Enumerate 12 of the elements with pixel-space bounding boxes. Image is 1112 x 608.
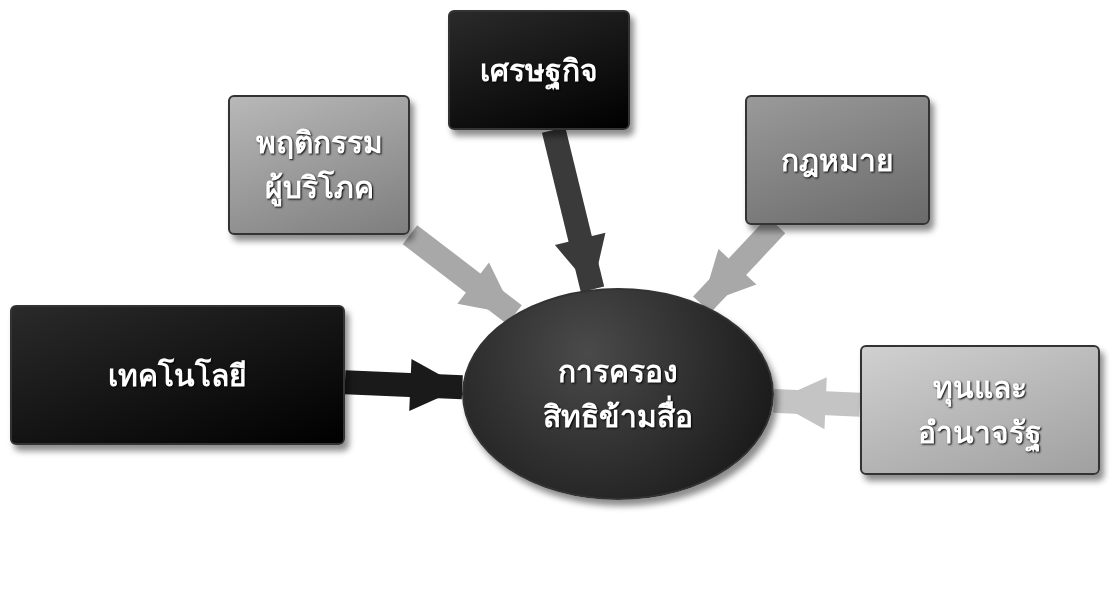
topic-box	[860, 345, 1100, 475]
topic-box	[228, 95, 410, 235]
topic-box	[448, 10, 630, 130]
node-label: การครองสิทธิข้ามสื่อ	[542, 353, 694, 436]
node-label: กฎหมาย	[780, 141, 895, 180]
topic-box	[10, 305, 345, 445]
node-label: พฤติกรรมผู้บริโภค	[254, 124, 384, 209]
node-label: เศรษฐกิจ	[479, 51, 599, 92]
block-arrow	[344, 359, 463, 411]
node-label: ทุนและอำนาจรัฐ	[917, 369, 1043, 454]
node-label: เทคโนโลยี	[107, 356, 248, 395]
topic-box	[745, 95, 930, 225]
